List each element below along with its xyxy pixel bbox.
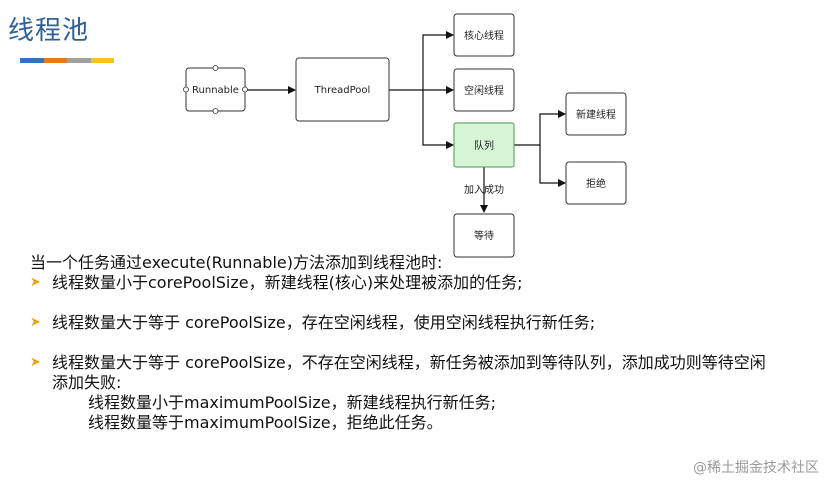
watermark: @稀土掘金技术社区 (693, 460, 819, 476)
bullet-2-text: 线程数量大于等于 corePoolSize，存在空闲线程，使用空闲线程执行新任务… (52, 313, 596, 332)
description-intro: 当一个任务通过execute(Runnable)方法添加到线程池时: (30, 253, 443, 272)
node-new-thread-label: 新建线程 (576, 108, 616, 121)
node-queue: 队列 (453, 122, 515, 168)
node-threadpool-label: ThreadPool (314, 85, 371, 96)
bullet-3-continuation: 添加失败: (52, 373, 122, 392)
title-underline (20, 58, 114, 63)
node-wait-label: 等待 (474, 229, 494, 242)
page-title: 线程池 (8, 16, 90, 46)
edge-threadpool-core (389, 31, 454, 91)
bullet-3: ➤ 线程数量大于等于 corePoolSize，不存在空闲线程，新任务被添加到等… (30, 353, 833, 373)
bullet-arrow-icon: ➤ (30, 355, 41, 370)
description-block: 当一个任务通过execute(Runnable)方法添加到线程池时: ➤ 线程数… (30, 253, 833, 433)
bullet-arrow-icon: ➤ (30, 275, 41, 290)
node-queue-label: 队列 (474, 139, 494, 152)
node-core-thread-label: 核心线程 (464, 29, 504, 42)
edge-queue-reject (539, 145, 566, 187)
node-new-thread: 新建线程 (565, 92, 627, 136)
thread-pool-diagram: 加入成功 Runnable ThreadPool 核心线程 空闲线程 队列 新建… (183, 13, 627, 258)
node-runnable-label: Runnable (192, 85, 239, 96)
bullet-arrow-icon: ➤ (30, 315, 41, 330)
edge-queue-new-thread (514, 110, 566, 146)
node-idle-thread: 空闲线程 (453, 68, 515, 112)
node-runnable: Runnable (183, 65, 248, 114)
node-threadpool: ThreadPool (295, 57, 390, 122)
bullet-3-text: 线程数量大于等于 corePoolSize，不存在空闲线程，新任务被添加到等待队… (52, 353, 766, 372)
edge-label-join-success: 加入成功 (464, 184, 504, 196)
bar-segment-orange (43, 58, 67, 63)
sub-item-1: 线程数量小于maximumPoolSize，新建线程执行新任务; (88, 393, 496, 412)
bullet-2: ➤ 线程数量大于等于 corePoolSize，存在空闲线程，使用空闲线程执行新… (30, 313, 833, 333)
bar-segment-blue (20, 58, 44, 63)
node-reject-label: 拒绝 (586, 177, 606, 190)
sub-item-2: 线程数量等于maximumPoolSize，拒绝此任务。 (88, 413, 443, 432)
node-idle-thread-label: 空闲线程 (464, 84, 504, 97)
bar-segment-yellow (90, 58, 114, 63)
bullet-1: ➤ 线程数量小于corePoolSize，新建线程(核心)来处理被添加的任务; (30, 273, 833, 293)
bullet-1-text: 线程数量小于corePoolSize，新建线程(核心)来处理被添加的任务; (52, 273, 523, 292)
node-reject: 拒绝 (565, 161, 627, 205)
node-core-thread: 核心线程 (453, 13, 515, 57)
node-wait: 等待 (453, 213, 515, 258)
edge-threadpool-queue (422, 90, 454, 149)
bar-segment-gray (67, 58, 91, 63)
